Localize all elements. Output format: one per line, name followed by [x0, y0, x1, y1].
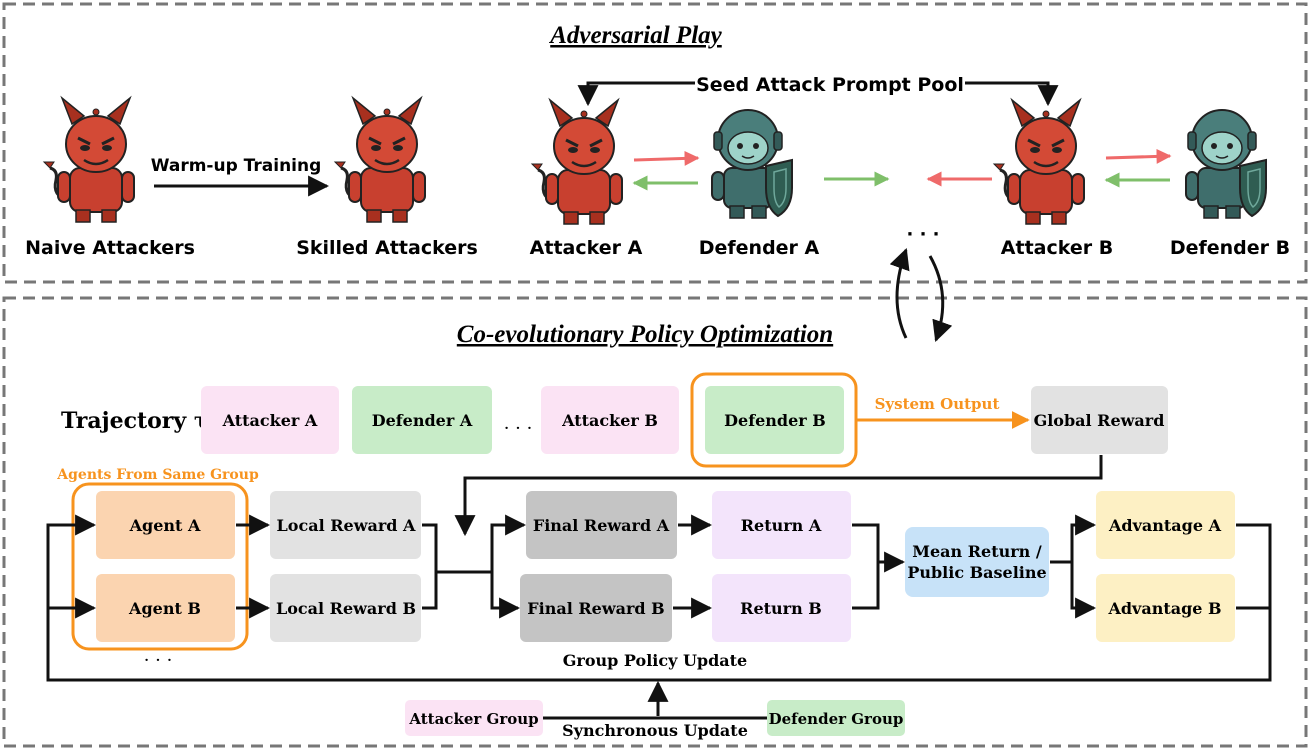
local-reward-a: Local Reward A	[277, 516, 416, 535]
mean-return-line2: Public Baseline	[907, 563, 1046, 582]
global-reward-connector	[454, 455, 1103, 537]
defender-group: Defender Group	[769, 710, 904, 728]
cycle-arrow-up	[889, 248, 910, 339]
local-reward-b: Local Reward B	[276, 599, 416, 618]
naive-attacker-icon	[42, 96, 136, 224]
seed-pool-label: Seed Attack Prompt Pool	[696, 74, 964, 96]
local-merge	[422, 523, 492, 610]
returns-merge	[852, 523, 880, 610]
final-reward-a-box	[526, 491, 677, 559]
traj-defender-a-box	[352, 386, 492, 454]
seed-pool-left-arrow	[577, 81, 695, 107]
group-frame	[71, 482, 249, 651]
attacker-a-icon	[530, 98, 624, 226]
local-reward-b-box	[270, 574, 421, 642]
system-output-label: System Output	[875, 395, 1000, 413]
label-skilled-attackers: Skilled Attackers	[296, 237, 478, 259]
agent-b-box	[96, 574, 235, 642]
traj-defender-a: Defender A	[372, 411, 473, 430]
return-b: Return B	[740, 599, 822, 618]
label-defender-b: Defender B	[1170, 237, 1290, 259]
local-reward-a-box	[270, 491, 421, 559]
traj-attacker-b: Attacker B	[561, 411, 658, 430]
final-reward-b: Final Reward B	[527, 599, 664, 618]
sync-update-label: Synchronous Update	[562, 721, 748, 740]
adversarial-play-title: Adversarial Play	[548, 22, 722, 49]
merge-to-final-a	[490, 514, 527, 608]
return-a: Return A	[741, 516, 822, 535]
traj-defender-b-box	[705, 386, 844, 454]
co-evolution-frame	[2, 296, 1308, 748]
label-attacker-b: Attacker B	[1001, 237, 1113, 259]
mean-to-adv-b	[1070, 562, 1097, 619]
final-reward-a: Final Reward A	[533, 516, 670, 535]
agents-ellipsis: · · ·	[144, 650, 173, 671]
attacker-group: Attacker Group	[408, 710, 538, 728]
agent-b: Agent B	[128, 599, 201, 618]
skilled-attacker-icon	[333, 96, 427, 224]
co-evolution-title: Co-evolutionary Policy Optimization	[457, 321, 833, 348]
top-ellipsis: · · ·	[906, 224, 939, 245]
adversarial-play-frame	[2, 2, 1308, 284]
attack-arrow-b	[1105, 148, 1172, 164]
label-defender-a: Defender A	[699, 237, 820, 259]
traj-ellipsis: · · ·	[504, 418, 533, 439]
agent-a: Agent A	[129, 516, 201, 535]
label-attacker-a: Attacker A	[530, 237, 643, 259]
return-a-box	[712, 491, 851, 559]
traj-attacker-a: Attacker A	[222, 411, 318, 430]
defender-a-icon	[711, 109, 793, 219]
mean-return-line1: Mean Return /	[912, 542, 1042, 561]
mean-return-box	[905, 527, 1049, 597]
agent-a-box	[96, 491, 235, 559]
attack-arrow-a	[633, 150, 700, 166]
traj-attacker-a-box	[201, 386, 339, 454]
traj-defender-b-highlight	[690, 372, 858, 468]
advantage-a: Advantage A	[1108, 516, 1222, 535]
mean-to-adv-a	[1070, 514, 1097, 562]
attacker-b-icon	[992, 98, 1086, 226]
advantage-a-box	[1096, 491, 1235, 559]
group-label: Agents From Same Group	[56, 467, 259, 483]
final-reward-b-box	[520, 574, 672, 642]
label-naive-attackers: Naive Attackers	[25, 237, 195, 259]
seed-pool-right-arrow	[965, 81, 1059, 107]
traj-attacker-b-box	[541, 386, 679, 454]
group-policy-update: Group Policy Update	[563, 651, 747, 670]
traj-defender-b: Defender B	[724, 411, 826, 430]
attacker-group-box	[405, 700, 543, 736]
merge-to-final-b	[490, 572, 521, 619]
advantage-b-box	[1096, 574, 1235, 642]
warmup-label: Warm-up Training	[151, 156, 322, 176]
global-reward-box	[1031, 386, 1168, 454]
advantage-b: Advantage B	[1107, 599, 1221, 618]
feedback-loop	[46, 514, 1272, 682]
defender-group-box	[767, 700, 905, 736]
return-b-box	[712, 574, 851, 642]
defender-b-icon	[1185, 109, 1267, 219]
trajectory-label: Trajectory τ	[61, 408, 209, 434]
cycle-arrow-down	[928, 255, 953, 342]
global-reward: Global Reward	[1034, 411, 1165, 430]
